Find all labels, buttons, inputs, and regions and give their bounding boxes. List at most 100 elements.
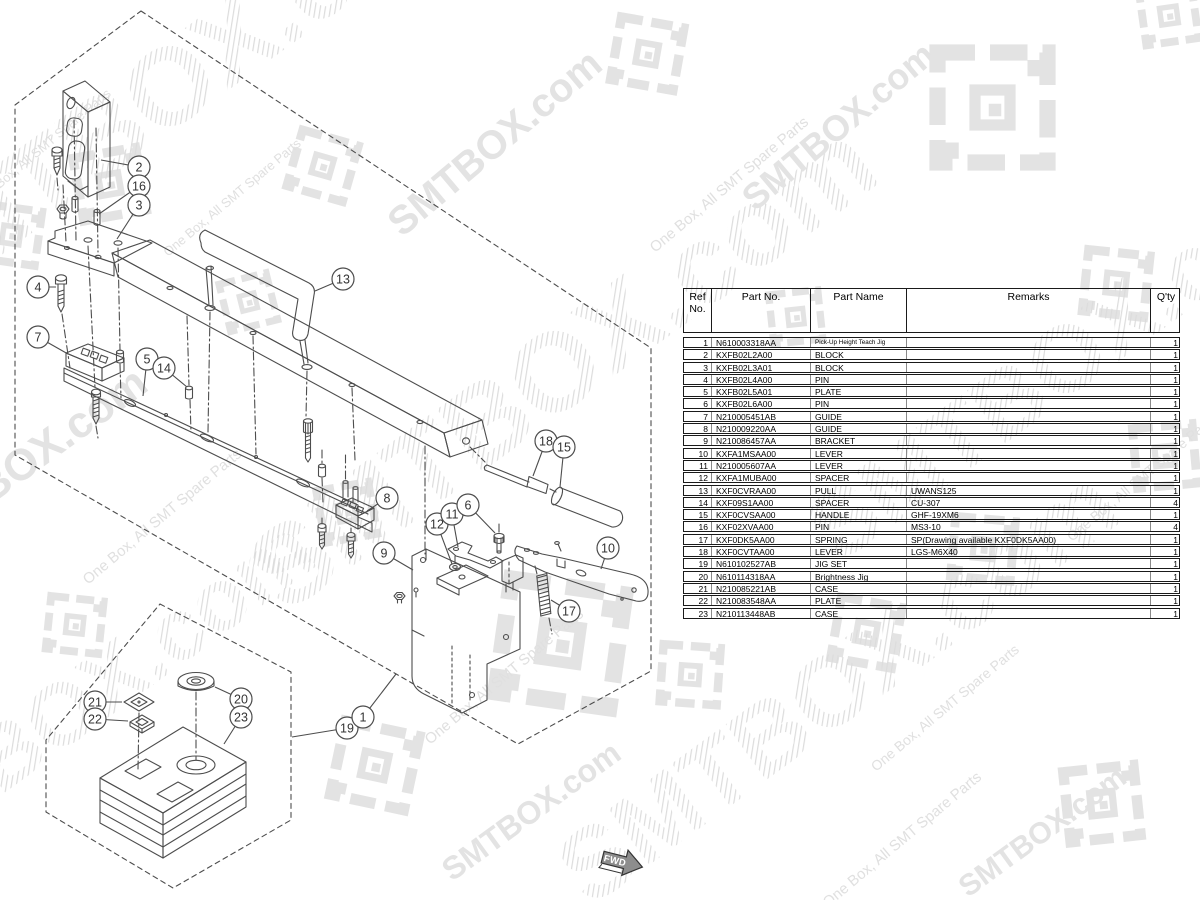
svg-text:15: 15 [557,440,571,454]
lever-11 [447,541,504,569]
cell-part-name: Pick-Up Height Teach Jig [810,338,906,347]
svg-text:20: 20 [234,692,248,706]
cell-part-no: KXFA1MUBA00 [711,473,810,483]
cell-ref-no: 11 [699,460,708,470]
cell-qty: 1 [1150,608,1181,618]
callout-23: 23 [223,705,253,745]
cell-remarks [906,473,1150,483]
callout-9: 9 [372,541,414,571]
cell-qty: 1 [1150,473,1181,483]
cell-remarks: UWANS125 [906,485,1150,495]
cell-ref-no: 17 [698,534,708,544]
svg-text:9: 9 [381,546,388,560]
cell-part-no: KXFB02L4A00 [711,374,810,384]
cell-part-no: N210009220AA [711,424,810,434]
cell-ref-no: 23 [698,608,708,618]
cell-ref-no: 16 [698,522,708,532]
svg-text:7: 7 [35,330,42,344]
cell-part-no: N210005451AB [711,411,810,421]
cell-part-no: KXFB02L6A00 [711,399,810,409]
cell-part-no: N210085221AB [711,583,810,593]
callout-7: 7 [26,325,69,355]
callout-8: 8 [366,486,399,512]
cell-part-name: PIN [810,522,906,532]
main-beam [111,239,489,458]
cell-ref-no: 2 [703,350,708,360]
nut-top [56,204,70,220]
svg-text:SMTBOX.com: SMTBOX.com [0,498,332,900]
callout-22: 22 [83,707,129,731]
cell-ref-no: 18 [698,547,708,557]
cell-part-name: LEVER [810,460,906,470]
parts-table-header: Ref No. Part No. Part Name Remarks Q'ty [683,288,1180,333]
cell-qty: 1 [1150,374,1181,384]
svg-text:19: 19 [340,721,354,735]
cell-ref-no: 13 [698,485,708,495]
callout-10: 10 [596,536,620,570]
cell-part-name: PLATE [810,596,906,606]
cell-qty: 1 [1150,583,1181,593]
cell-part-no: N610114318AA [711,571,810,581]
cell-part-no: N210005607AA [711,460,810,470]
cell-part-name: PIN [810,374,906,384]
callout-3: 3 [116,193,151,240]
col-header-remarks: Remarks [906,289,1150,332]
cell-qty: 1 [1150,510,1181,520]
cell-qty: 1 [1150,424,1181,434]
cell-remarks [906,350,1150,360]
callout-15: 15 [552,435,576,488]
cell-part-no: KXF0CVTAA00 [711,547,810,557]
cell-part-no: N210086457AA [711,436,810,446]
cell-remarks: GHF-19XM6 [906,510,1150,520]
callout-2: 2 [100,155,151,179]
cell-ref-no: 15 [698,510,708,520]
cell-ref-no: 3 [703,362,708,372]
socket-bolt [302,418,314,463]
cell-qty: 1 [1150,338,1181,347]
callout-16: 16 [98,174,151,215]
callout-4: 4 [26,275,56,299]
cell-remarks [906,387,1150,397]
boundary-dashed-outline [14,10,652,889]
svg-text:21: 21 [88,695,102,709]
cell-ref-no: 19 [698,559,708,569]
cell-part-name: SPRING [810,534,906,544]
pins-16-lower [342,480,359,503]
svg-text:5: 5 [144,352,151,366]
cell-part-name: PULL [810,485,906,495]
svg-text:6: 6 [465,498,472,512]
cell-part-name: JIG SET [810,559,906,569]
svg-text:17: 17 [562,604,576,618]
cell-part-name: BLOCK [810,362,906,372]
cell-remarks [906,411,1150,421]
cell-qty: 1 [1150,596,1181,606]
cell-remarks [906,362,1150,372]
cell-part-no: KXFA1MSAA00 [711,448,810,458]
svg-text:16: 16 [132,179,146,193]
svg-text:18: 18 [539,434,553,448]
cell-part-no: KXF02XVAA00 [711,522,810,532]
cap-screws-lower [317,523,356,559]
cell-remarks: LGS-M6X40 [906,547,1150,557]
svg-text:8: 8 [384,491,391,505]
cell-part-name: LEVER [810,448,906,458]
svg-text:22: 22 [88,712,102,726]
cell-remarks [906,608,1150,618]
cell-remarks [906,374,1150,384]
callout-18: 18 [532,429,558,477]
cell-qty: 1 [1150,460,1181,470]
callout-1: 1 [351,673,397,729]
block-2 [62,80,111,198]
